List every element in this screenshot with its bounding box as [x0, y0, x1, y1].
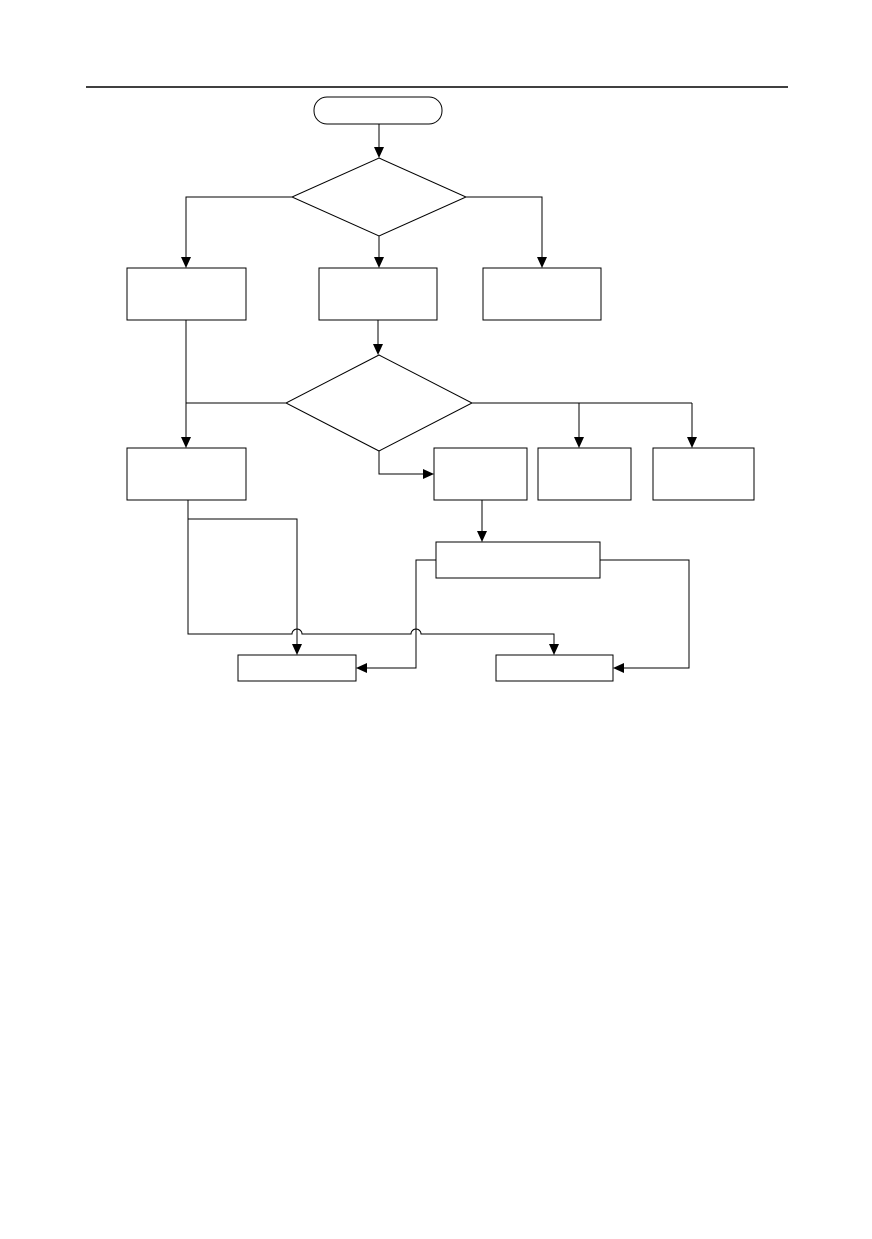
- arrowhead-to-lower-left: [181, 437, 191, 448]
- process-lower-right-a-box: [537, 447, 632, 501]
- arrowhead-lower-left-to-end-left: [292, 644, 302, 655]
- process-lower-mid-box: [433, 447, 528, 501]
- connector-decision-1-to-left: [185, 196, 292, 260]
- decision-1-diamond: [290, 157, 468, 237]
- process-center-box: [318, 267, 438, 321]
- arrowhead-decision-1-to-left: [181, 257, 191, 268]
- connector-wide-to-end-left: [364, 559, 436, 669]
- arrowhead-decision-2-to-lower-right-b: [687, 437, 697, 448]
- process-wide-box: [435, 541, 601, 579]
- arrowhead-start-to-decision-1: [374, 147, 384, 158]
- arrowhead-wide-to-end-right: [613, 663, 624, 673]
- decision-2-diamond: [284, 354, 474, 452]
- arrowhead-center-to-decision-2: [373, 344, 383, 355]
- arrowhead-decision-2-to-lower-right-a: [574, 437, 584, 448]
- arrowhead-decision-1-to-right: [537, 257, 547, 268]
- process-left-box: [126, 267, 247, 321]
- arrowhead-decision-2-to-lower-mid: [423, 469, 434, 479]
- arrowhead-lower-left-to-end-right: [549, 644, 559, 655]
- process-lower-right-b-box: [652, 447, 755, 501]
- arrowhead-wide-to-end-left: [356, 663, 367, 673]
- connector-decision-2-to-lower-mid: [378, 451, 426, 475]
- end-left-box: [237, 654, 357, 682]
- start-terminator: [313, 96, 443, 125]
- connector-wide-to-end-right: [600, 559, 690, 669]
- arrowhead-lower-mid-to-wide: [477, 531, 487, 542]
- connector-decision-1-to-right: [466, 196, 543, 260]
- connector-lower-left-to-end-left: [187, 500, 298, 647]
- connector-lower-left-to-end-right: [187, 519, 555, 647]
- process-right-box: [482, 267, 602, 321]
- process-lower-left-box: [126, 447, 247, 501]
- end-right-box: [495, 654, 614, 682]
- arrowhead-decision-1-to-center: [374, 257, 384, 268]
